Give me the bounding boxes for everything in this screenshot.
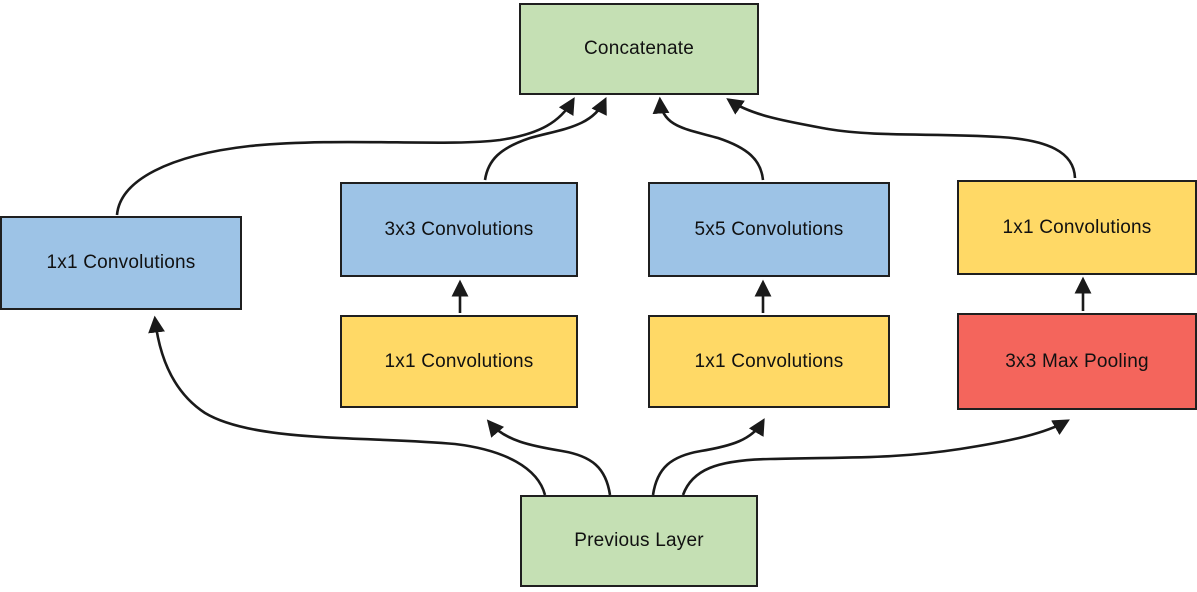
- arrow-prev-to-branch4: [681, 419, 1070, 496]
- node-branch1-1x1-label: 1x1 Convolutions: [46, 252, 196, 273]
- node-branch4-1x1-convolutions: 1x1 Convolutions: [957, 180, 1197, 275]
- arrow-prev-to-branch3: [651, 418, 765, 496]
- arrow-prev-to-branch2: [486, 419, 612, 496]
- node-3x3-convolutions: 3x3 Convolutions: [340, 182, 578, 277]
- node-3x3-max-pooling-label: 3x3 Max Pooling: [1005, 350, 1149, 372]
- node-5x5-convolutions-label: 5x5 Convolutions: [694, 218, 844, 240]
- node-concatenate-label: Concatenate: [584, 38, 694, 59]
- node-branch3-1x1-convolutions: 1x1 Convolutions: [648, 315, 890, 408]
- arrow-prev-to-branch1: [148, 315, 547, 496]
- node-branch2-1x1-convolutions: 1x1 Convolutions: [340, 315, 578, 408]
- node-5x5-convolutions: 5x5 Convolutions: [648, 182, 890, 277]
- node-3x3-max-pooling: 3x3 Max Pooling: [957, 313, 1197, 410]
- arrow-5x5-to-concat: [652, 96, 765, 181]
- node-previous-layer: Previous Layer: [520, 495, 758, 587]
- node-branch2-1x1-label: 1x1 Convolutions: [384, 350, 534, 372]
- arrow-branch1-to-concat: [115, 97, 575, 216]
- node-previous-layer-label: Previous Layer: [574, 530, 704, 551]
- arrow-3x3-to-concat: [483, 96, 607, 181]
- node-branch3-1x1-label: 1x1 Convolutions: [694, 350, 844, 372]
- node-branch4-1x1-label: 1x1 Convolutions: [1002, 216, 1152, 238]
- arrow-branch4-to-concat: [726, 98, 1077, 179]
- node-3x3-convolutions-label: 3x3 Convolutions: [384, 218, 534, 240]
- node-branch1-1x1-convolutions: 1x1 Convolutions: [0, 216, 242, 310]
- node-concatenate: Concatenate: [519, 3, 759, 95]
